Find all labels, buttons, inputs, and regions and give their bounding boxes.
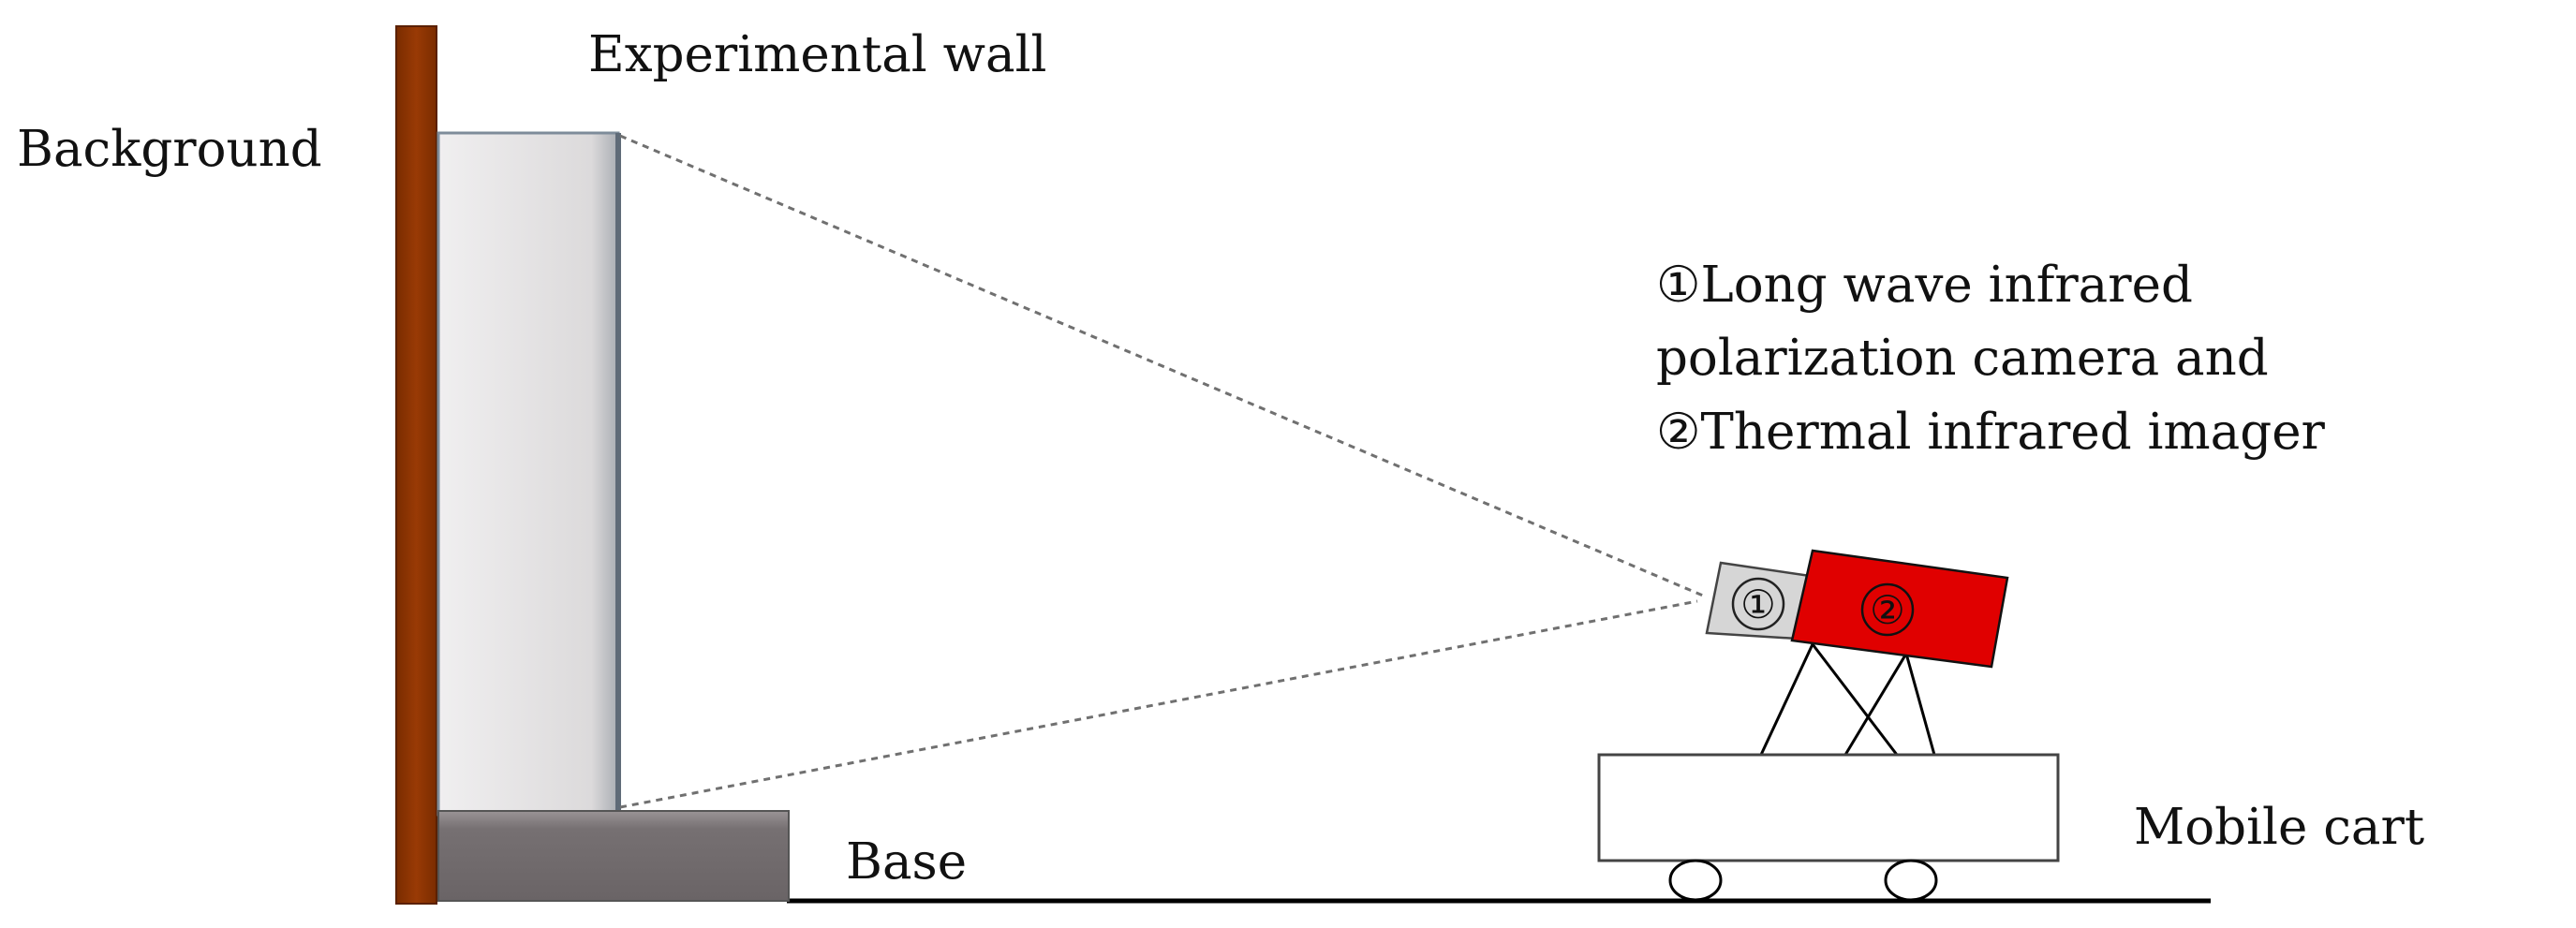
experimental-wall-label: Experimental wall: [588, 26, 1046, 83]
sight-lines: [619, 134, 1704, 809]
base-block: [437, 810, 790, 902]
mobile-cart-icon: [1597, 753, 2060, 902]
background-label: Background: [17, 121, 322, 178]
camera-description-line-3: ②Thermal infrared imager: [1656, 404, 2326, 461]
camera-tripod: [1759, 643, 1936, 756]
experimental-wall: [437, 131, 621, 817]
camera-description-line-2: polarization camera and: [1656, 330, 2269, 387]
base-label: Base: [846, 833, 967, 891]
camera-2-marker: ②: [1870, 587, 1905, 633]
camera-1-marker: ①: [1740, 582, 1776, 627]
mobile-cart-label: Mobile cart: [2134, 799, 2424, 856]
background-board: [395, 25, 437, 905]
thermal-imager-icon: ②: [1790, 549, 2009, 669]
camera-description-line-1: ①Long wave infrared: [1656, 257, 2193, 314]
